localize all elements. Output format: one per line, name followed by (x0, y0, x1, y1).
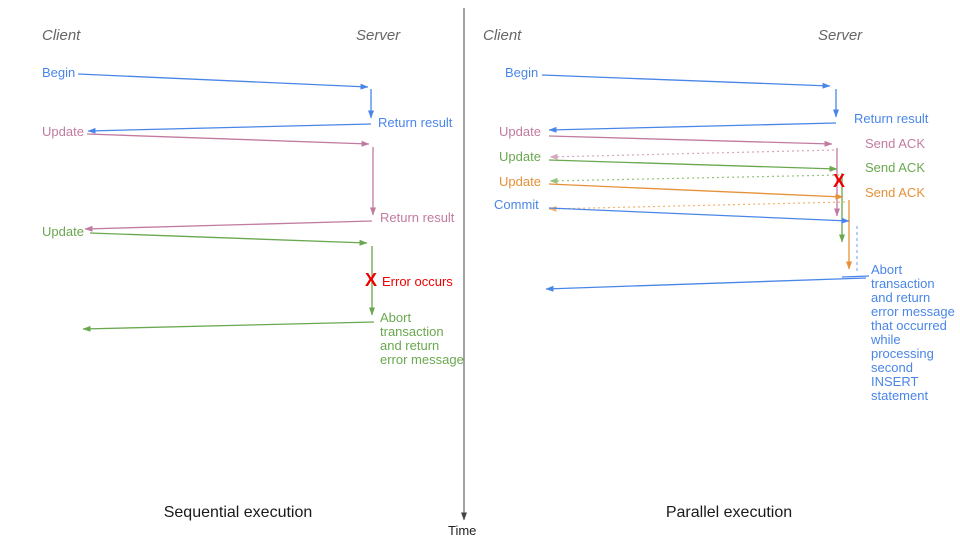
par-ack2-label: Send ACK (865, 160, 925, 175)
par-title: Parallel execution (665, 504, 793, 521)
par-update3-arrow (548, 183, 844, 200)
seq-error-label: Error occurs (382, 274, 453, 289)
seq-update2-arrow (89, 232, 368, 246)
par-abort-arrow (545, 277, 867, 292)
par-commit-arrow (548, 207, 850, 224)
seq-return1-label: Return result (378, 115, 453, 130)
par-server-header: Server (818, 27, 863, 44)
par-update3-label: Update (499, 174, 541, 189)
seq-update1-label: Update (42, 124, 84, 139)
seq-begin-label: Begin (42, 65, 76, 80)
par-begin-arrow (541, 74, 831, 89)
seq-abort-label: Abort transaction and return error messa… (380, 310, 464, 367)
par-ack2-arrow (549, 174, 840, 184)
seq-update2-label: Update (42, 224, 84, 239)
seq-return2-arrow (84, 220, 373, 232)
par-ack3-label: Send ACK (865, 185, 925, 200)
par-ack1-arrow (549, 149, 835, 160)
par-update2-label: Update (499, 149, 541, 164)
par-update1-label: Update (499, 124, 541, 139)
seq-abort-arrow (82, 321, 375, 332)
seq-return1-arrow (87, 123, 372, 134)
par-client-header: Client (483, 27, 522, 44)
par-update1-arrow (548, 135, 833, 147)
seq-server-header: Server (356, 27, 401, 44)
seq-update1-arrow (86, 133, 370, 147)
par-return1-arrow (548, 122, 837, 133)
seq-return2-label: Return result (380, 210, 455, 225)
par-update2-arrow (548, 159, 838, 172)
par-ack3-arrow (548, 201, 846, 212)
par-ack1-label: Send ACK (865, 136, 925, 151)
seq-begin-arrow (77, 73, 369, 90)
seq-error-x-mark: X (365, 270, 378, 290)
seq-client-header: Client (42, 27, 81, 44)
par-return1-label: Return result (854, 111, 929, 126)
par-error-x-mark: X (833, 171, 846, 191)
par-commit-label: Commit (494, 197, 539, 212)
seq-title: Sequential execution (163, 504, 313, 521)
par-abort-origin-line (841, 275, 870, 278)
par-begin-label: Begin (505, 65, 539, 80)
time-axis-label: Time (448, 523, 477, 538)
par-abort-label: Abort transaction and return error messa… (871, 262, 955, 403)
